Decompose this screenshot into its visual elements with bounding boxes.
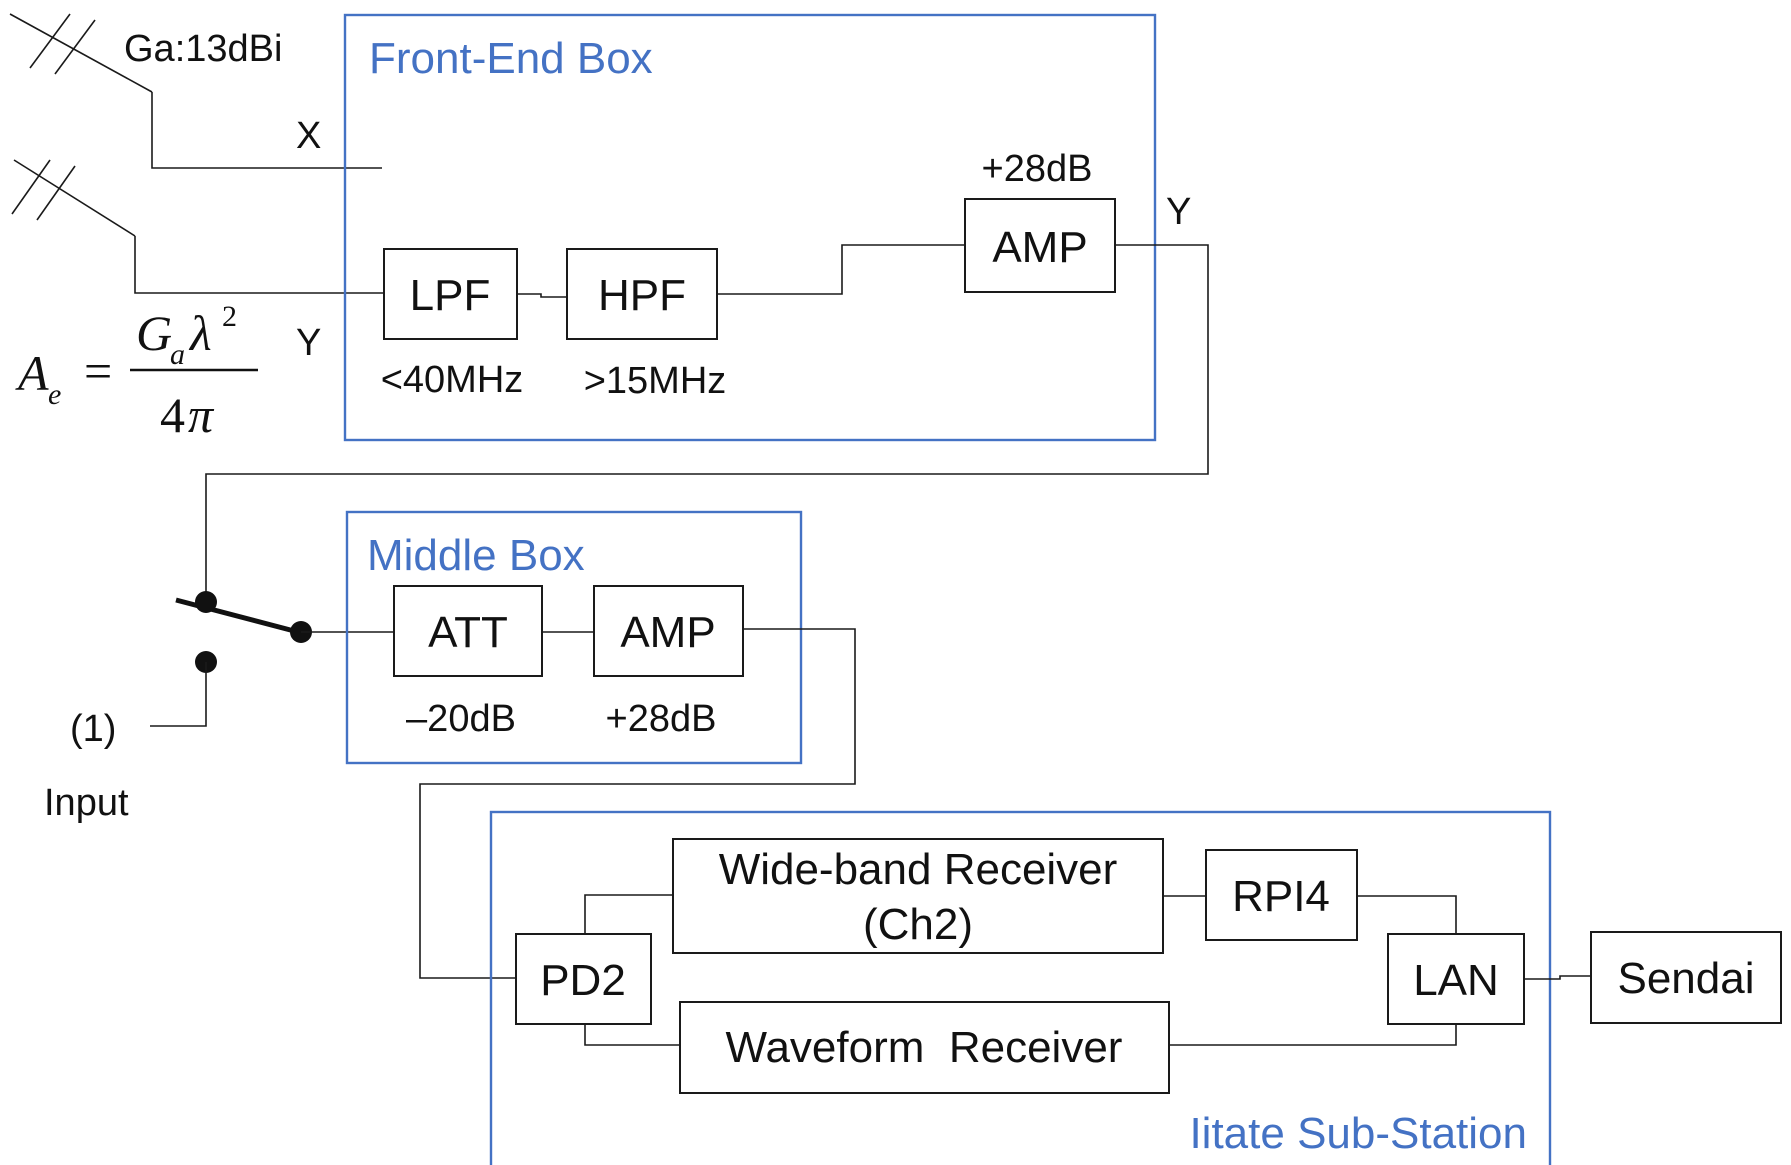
front-end-amp-gain: +28dB	[982, 148, 1093, 190]
formula-den-4: 4	[160, 387, 185, 443]
wire-front-end-to-switch	[205, 244, 1209, 602]
middle-amp-label: AMP	[620, 608, 715, 657]
input-switch	[175, 591, 312, 673]
front-end-box	[343, 13, 1157, 442]
pd2-label: PD2	[540, 956, 626, 1005]
wideband-receiver-channel: (Ch2)	[863, 900, 973, 949]
front-end-box-title: Front-End Box	[369, 34, 653, 83]
waveform-receiver-label: Waveform Receiver	[726, 1023, 1123, 1072]
middle-amp-gain: +28dB	[606, 698, 717, 740]
hpf-block	[566, 248, 718, 340]
middle-box-title: Middle Box	[367, 531, 585, 580]
formula-den-pi: π	[188, 387, 215, 443]
antenna-x	[9, 13, 382, 169]
rpi4-label: RPI4	[1232, 872, 1330, 921]
wire-hpf-amp	[717, 244, 965, 295]
polarization-x-label: X	[296, 115, 321, 157]
substation-box	[489, 810, 1552, 1165]
wideband-receiver-label: Wide-band Receiver	[719, 845, 1118, 894]
waveform-receiver-block	[679, 1001, 1170, 1094]
middle-amp-block	[593, 585, 744, 677]
att-gain: –20dB	[406, 698, 516, 740]
sendai-block	[1590, 931, 1782, 1024]
wire-pd2-wideband	[584, 894, 673, 934]
wire-middle-to-pd2	[419, 628, 856, 979]
wire-lpf-hpf	[517, 293, 567, 298]
effective-area-formula: A e = G a λ 2 4 π	[15, 300, 258, 443]
att-label: ATT	[428, 608, 508, 657]
polarization-y-right-label: Y	[1166, 191, 1191, 233]
wire-rpi4-lan	[1357, 895, 1457, 934]
polarization-y-left-label: Y	[296, 322, 321, 364]
formula-lhs-sub: e	[48, 378, 61, 411]
formula-g-sub: a	[170, 338, 185, 371]
middle-box	[345, 510, 803, 765]
lpf-spec: <40MHz	[381, 359, 524, 401]
sendai-label: Sendai	[1617, 954, 1754, 1003]
antenna-y	[11, 159, 384, 294]
antenna-gain-label: Ga:13dBi	[124, 28, 282, 70]
lpf-label: LPF	[410, 271, 491, 320]
hpf-spec: >15MHz	[584, 360, 727, 402]
att-block	[393, 585, 543, 677]
pd2-block	[515, 933, 652, 1025]
formula-g: G	[136, 305, 172, 361]
lan-label: LAN	[1413, 956, 1499, 1005]
front-end-amp-block	[964, 198, 1116, 293]
formula-equals: =	[84, 343, 112, 399]
input-number-label: (1)	[70, 708, 116, 750]
wire-pd2-waveform	[584, 1024, 680, 1046]
wire-waveform-lan	[1169, 1024, 1457, 1046]
wire-lan-sendai	[1524, 975, 1591, 980]
input-label: Input	[44, 782, 129, 824]
lpf-block	[383, 248, 518, 340]
substation-title: Iitate Sub-Station	[1189, 1109, 1527, 1158]
formula-exp: 2	[222, 300, 237, 333]
rpi4-block	[1205, 849, 1358, 941]
formula-lambda: λ	[188, 305, 212, 361]
wideband-receiver-block	[672, 838, 1164, 954]
formula-lhs: A	[15, 345, 49, 401]
lan-block	[1387, 933, 1525, 1025]
hpf-label: HPF	[598, 271, 686, 320]
wire-input-to-switch	[150, 662, 207, 727]
front-end-amp-label: AMP	[992, 223, 1087, 272]
